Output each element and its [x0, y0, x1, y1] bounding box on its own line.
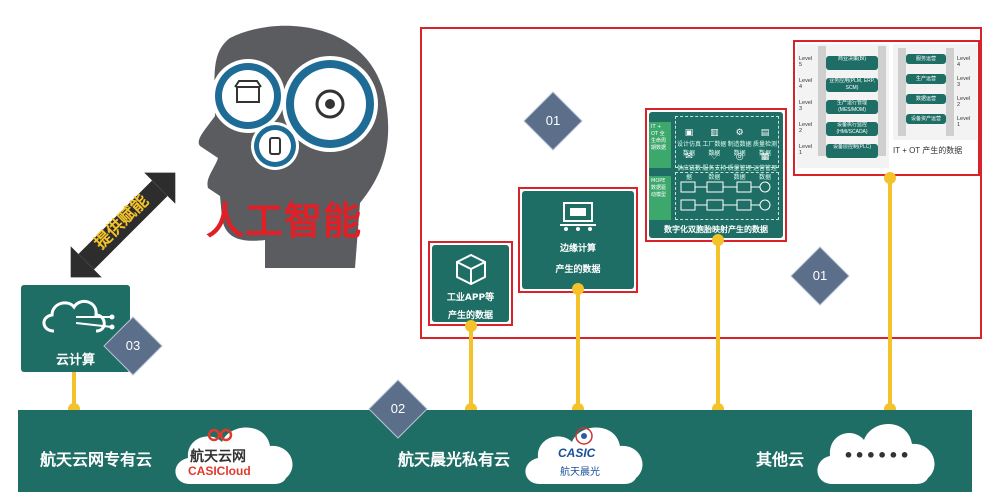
twin-side-top: IT + OT 全生命周期数据 — [649, 122, 671, 168]
twin-icon-8: ▦运营管理数据 — [752, 152, 777, 181]
level-label: Level 3 — [957, 76, 971, 88]
industrial-app-line1: 工业APP等 — [446, 293, 495, 303]
ellipsis-text: •••••• — [843, 446, 911, 465]
stack-column-left — [878, 46, 886, 156]
badge-01-right: 01 — [812, 268, 828, 283]
twin-icon-1: ▣设计仿真数据 — [677, 128, 702, 157]
badge-01-top: 01 — [545, 113, 561, 128]
level-label: Level 3 — [799, 100, 813, 112]
logo-text: 航天晨光 — [560, 467, 600, 478]
level-label: Level 2 — [957, 96, 971, 108]
industrial-app-line2: 产生的数据 — [447, 311, 493, 321]
stack-column-left — [818, 46, 826, 156]
edge-line1: 边缘计算 — [559, 244, 596, 254]
stack-column-right — [946, 48, 954, 136]
ai-title: 人工智能 — [206, 201, 363, 243]
cloud-shape — [525, 427, 643, 484]
badge-02: 02 — [390, 401, 406, 416]
cloud-compute-card: 云计算 — [21, 285, 130, 372]
connector-dot — [884, 172, 896, 184]
cloud-network-icon — [42, 299, 114, 333]
cube-icon — [455, 253, 486, 286]
connector-dot — [465, 320, 477, 332]
stack-item: 商业决策(BI) — [826, 56, 878, 70]
twin-icon-5: ✉供应链数据 — [677, 152, 702, 181]
gear-icon — [211, 59, 285, 133]
logo-text: CASIC — [558, 446, 596, 460]
stack-item: 数据运营 — [906, 94, 946, 104]
connector-dot — [712, 234, 724, 246]
level-label: Level 4 — [957, 56, 971, 68]
connector — [469, 326, 473, 410]
stack-item: 业务应用(PLM, ERP, SCM) — [826, 78, 878, 92]
cloud-shape — [175, 427, 293, 484]
stack-item: 生产运营 — [906, 74, 946, 84]
logo-text: CASICloud — [188, 464, 251, 478]
twin-grid-top — [675, 116, 779, 168]
twin-icon-7: ◎质量管理数据 — [727, 152, 752, 181]
cloud-label-left: 航天云网专有云 — [40, 452, 153, 469]
double-arrow-icon — [70, 172, 176, 278]
twin-icon-2: ▥工厂数据数据 — [702, 128, 727, 157]
logo-text: 航天云网 — [190, 449, 246, 465]
twin-caption: 数字化双胞胎映射产生的数据 — [664, 225, 768, 234]
twin-icon-4: ▤质量检测数据 — [752, 128, 777, 157]
level-label: Level 2 — [799, 122, 813, 134]
twin-icon-3: ⚙制造数据数据 — [727, 128, 752, 157]
twin-flow-diagram — [680, 181, 771, 211]
industrial-app-card: 工业APP等 产生的数据 — [432, 245, 509, 322]
level-label: Level 5 — [799, 56, 813, 68]
connector-dot — [572, 283, 584, 295]
casic-logo-icon — [575, 427, 593, 445]
stack-item: 服务运营 — [906, 54, 946, 64]
twin-icons-row2: ✉供应链数据 ♡服务支持数据 ◎质量管理数据 ▦运营管理数据 — [677, 144, 777, 181]
stack-column-right — [898, 48, 906, 136]
data-sources-frame — [420, 27, 982, 339]
cloud-shape — [817, 423, 935, 484]
stack-item: 生产运行管理(MES/MOM) — [826, 100, 878, 114]
connector — [72, 372, 76, 410]
level-label: Level 4 — [799, 78, 813, 90]
connector — [576, 289, 580, 410]
stack-item: 设备资产运营 — [906, 114, 946, 124]
level-label: Level 1 — [799, 144, 813, 156]
itot-caption: IT + OT 产生的数据 — [893, 146, 963, 155]
badge-03: 03 — [125, 338, 141, 353]
ai-head-illustration — [198, 25, 389, 268]
cloud-compute-label: 云计算 — [55, 353, 95, 368]
connector — [716, 238, 720, 410]
level-label: Level 1 — [957, 116, 971, 128]
edge-device-icon — [560, 202, 596, 231]
cloud-label-mid: 航天晨光私有云 — [398, 452, 511, 469]
stack-item: 设备执行监控(HMI/SCADA) — [826, 122, 878, 136]
gear-icon — [282, 56, 378, 152]
gear-icon — [251, 122, 299, 170]
connector — [888, 176, 892, 410]
stack-item: 设备层控制(PLC) — [826, 144, 878, 158]
twin-side-bottom: MOPE 数据驱动模型 — [649, 176, 671, 220]
twin-icon-6: ♡服务支持数据 — [702, 152, 727, 181]
twin-grid-bottom — [675, 172, 779, 220]
cloud-band — [18, 410, 972, 492]
twin-card: IT + OT 全生命周期数据 MOPE 数据驱动模型 ▣设计仿真数据 ▥工厂数… — [649, 112, 783, 238]
cloud-label-right: 其他云 — [756, 452, 805, 469]
edge-card: 边缘计算 产生的数据 — [522, 191, 634, 289]
casicloud-logo-icon — [207, 428, 233, 442]
twin-icons-row1: ▣设计仿真数据 ▥工厂数据数据 ⚙制造数据数据 ▤质量检测数据 — [677, 120, 777, 157]
edge-line2: 产生的数据 — [555, 265, 601, 275]
